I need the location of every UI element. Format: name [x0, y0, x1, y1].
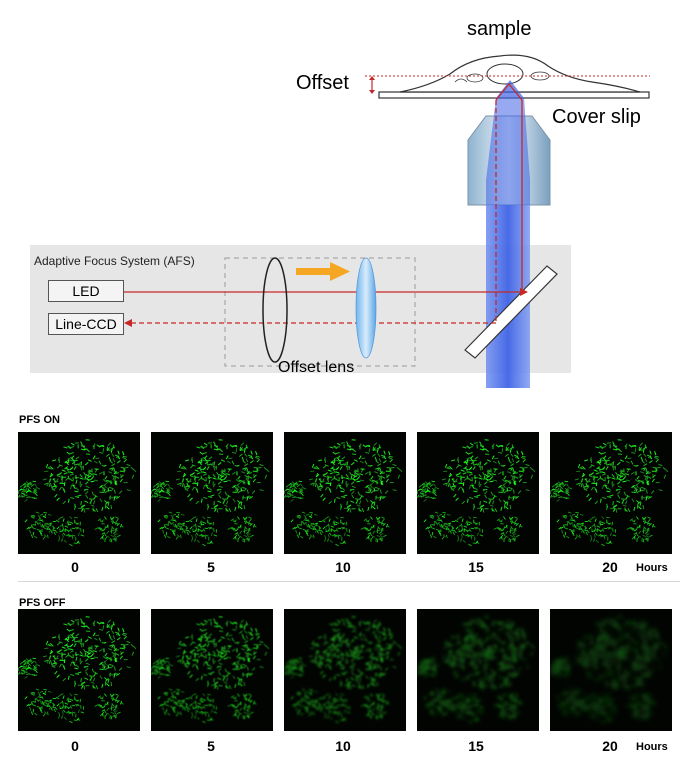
cell-organelle [466, 73, 484, 83]
time-label: 15 [468, 738, 484, 754]
lens-move-arrow [296, 268, 332, 275]
cell-nucleus [486, 63, 524, 85]
micrograph-panel [284, 609, 406, 731]
hours-unit-on: Hours [636, 562, 668, 574]
micrograph-image [417, 439, 536, 547]
return-beam-arrow [124, 319, 132, 327]
offset-label: Offset [296, 72, 349, 94]
time-label: 15 [468, 559, 484, 575]
offset-arrow-head [369, 76, 375, 80]
time-label: 20 [602, 559, 618, 575]
beam-apex [508, 83, 523, 101]
time-label: 5 [207, 738, 215, 754]
micrograph-panel [18, 432, 140, 554]
micrograph-panel [550, 432, 672, 554]
fixed-lens [262, 257, 288, 363]
micrograph-image [550, 439, 669, 547]
micrograph-image [18, 616, 137, 724]
micrograph-image [284, 439, 403, 547]
hours-unit-off: Hours [636, 741, 668, 753]
ccd-label: Line-CCD [55, 316, 117, 332]
time-label: 0 [71, 559, 79, 575]
offset-lens [355, 257, 377, 359]
time-label: 10 [335, 738, 351, 754]
led-box: LED [48, 280, 124, 302]
time-label: 5 [207, 559, 215, 575]
micrograph-panel [417, 432, 539, 554]
offset-arrow-head [369, 90, 375, 94]
micrograph-image [417, 616, 536, 724]
micrograph-image [284, 616, 403, 724]
led-label: LED [72, 283, 100, 299]
offset-lens-label: Offset lens [278, 359, 355, 376]
beam-apex [495, 83, 510, 101]
micrograph-panel [151, 609, 273, 731]
time-label: 10 [335, 559, 351, 575]
micrograph-panel [18, 609, 140, 731]
micrograph-panel [151, 432, 273, 554]
lens-move-arrow-head [330, 262, 350, 281]
micrograph-image [151, 439, 270, 547]
row-title-off: PFS OFF [19, 597, 66, 609]
row-divider [18, 581, 680, 582]
afs-title: Adaptive Focus System (AFS) [34, 254, 195, 268]
time-label: 0 [71, 738, 79, 754]
row-title-on: PFS ON [19, 414, 60, 426]
time-label: 20 [602, 738, 618, 754]
dichroic-mirror [464, 265, 558, 359]
offset-lens-enclosure [224, 257, 416, 367]
micrograph-panel [284, 432, 406, 554]
cover-slip-label: Cover slip [552, 106, 641, 128]
micrograph-image [550, 616, 669, 724]
micrograph-image [151, 616, 270, 724]
micrograph-panel [417, 609, 539, 731]
excitation-beam-cone [486, 98, 530, 205]
afs-optics [124, 54, 650, 388]
ccd-box: Line-CCD [48, 313, 124, 335]
cell-outline [399, 54, 641, 93]
micrograph-panel [550, 609, 672, 731]
sample-label: sample [467, 18, 532, 40]
cell-organelle [454, 78, 468, 83]
micrograph-image [18, 439, 137, 547]
